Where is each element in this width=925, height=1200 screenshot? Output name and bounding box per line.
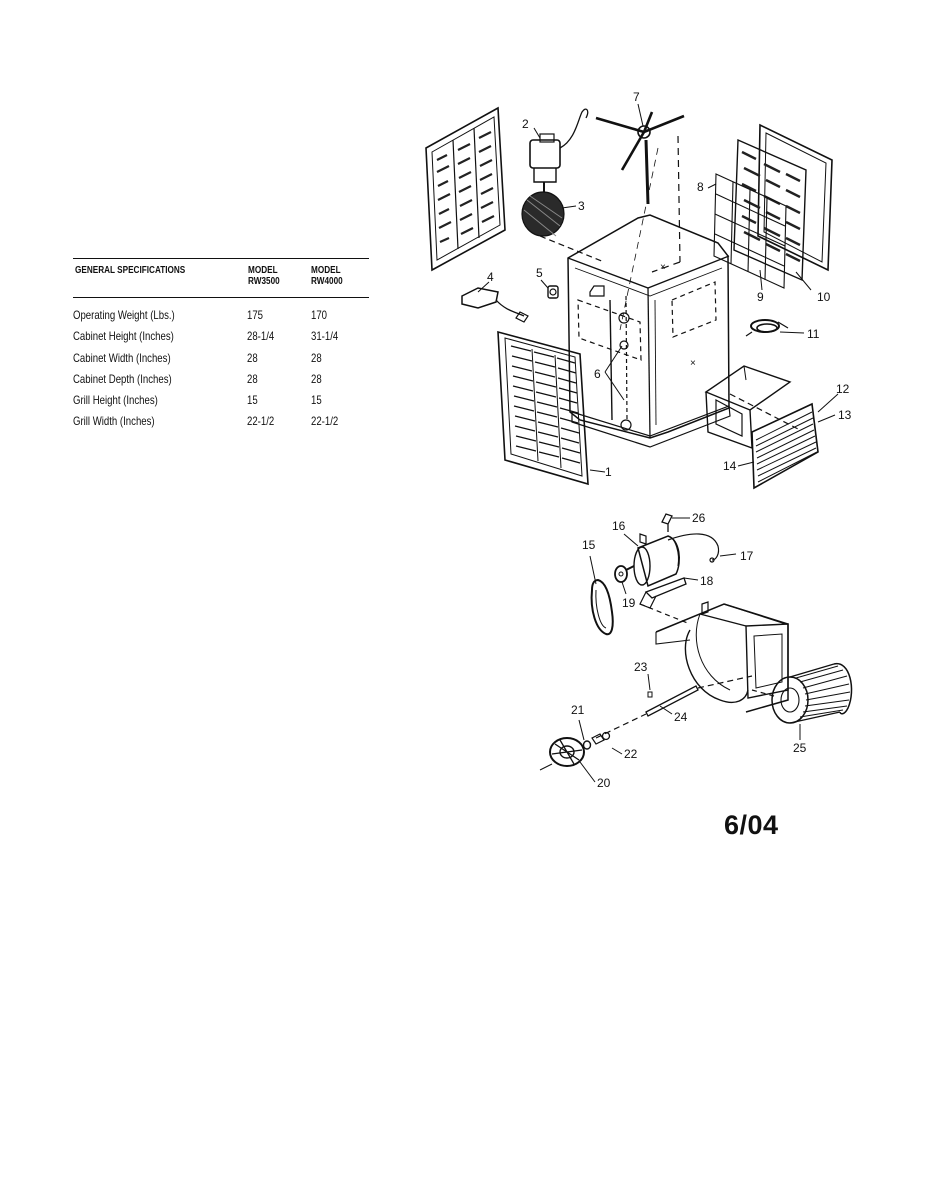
callout-8: 8 — [697, 180, 704, 194]
spec-value-rw3500: 22-1/2 — [247, 414, 275, 429]
callout-17: 17 — [740, 549, 754, 563]
callout-leaders — [477, 103, 839, 783]
callout-5: 5 — [536, 266, 543, 280]
spec-row: Operating Weight (Lbs.) 175 170 — [73, 308, 369, 329]
spec-heading: GENERAL SPECIFICATIONS — [75, 264, 186, 276]
motor-mount-bracket — [639, 577, 691, 625]
callout-19: 19 — [622, 596, 636, 610]
spec-value-rw4000: 170 — [311, 308, 328, 322]
callout-4: 4 — [487, 270, 494, 284]
callout-22: 22 — [624, 747, 638, 761]
spec-label: Operating Weight (Lbs.) — [73, 308, 175, 322]
blower-pulley — [539, 737, 585, 771]
spec-label: Grill Width (Inches) — [73, 414, 155, 429]
side-pad-panel-left — [425, 106, 506, 272]
callout-11: 11 — [807, 327, 820, 341]
callout-14: 14 — [723, 459, 737, 473]
spec-value-rw4000: 28 — [311, 350, 322, 365]
spec-label: Cabinet Depth (Inches) — [73, 371, 172, 386]
cabinet-body: × × — [567, 214, 731, 448]
callout-10: 10 — [817, 290, 831, 304]
callout-7: 7 — [633, 90, 640, 104]
blower-motor — [625, 533, 720, 588]
callout-2: 2 — [522, 117, 529, 131]
float-valve — [461, 287, 529, 323]
spec-row: Cabinet Height (Inches) 28-1/4 31-1/4 — [73, 329, 369, 350]
motor-clips — [639, 513, 673, 545]
spec-value-rw3500: 175 — [247, 308, 264, 322]
blower-wheel — [751, 663, 853, 724]
general-specifications-table: GENERAL SPECIFICATIONS MODEL RW3500 MODE… — [73, 258, 369, 436]
front-louver-grill — [497, 330, 589, 486]
motor-pulley — [614, 565, 628, 583]
spec-value-rw3500: 28-1/4 — [247, 329, 275, 344]
callout-23: 23 — [634, 660, 648, 674]
spec-label: Cabinet Width (Inches) — [73, 350, 171, 365]
spec-value-rw4000: 28 — [311, 371, 322, 386]
spec-value-rw4000: 31-1/4 — [311, 329, 339, 344]
drive-belt — [590, 578, 614, 636]
blower-housing — [655, 601, 789, 713]
spec-label: Cabinet Height (Inches) — [73, 329, 174, 344]
callout-15: 15 — [582, 538, 596, 552]
svg-text:×: × — [690, 358, 696, 369]
callout-24: 24 — [674, 710, 688, 724]
callout-13: 13 — [838, 408, 852, 422]
callout-25: 25 — [793, 741, 807, 755]
side-pad-panels-right — [713, 123, 833, 289]
spec-table-header: GENERAL SPECIFICATIONS MODEL RW3500 MODE… — [73, 258, 369, 298]
model-name-rw4000: RW4000 — [311, 275, 343, 287]
model-label-2: MODEL — [311, 264, 341, 276]
model-name-rw3500: RW3500 — [248, 275, 280, 287]
spec-value-rw3500: 28 — [247, 350, 258, 365]
pulley-bearings — [582, 731, 611, 750]
callout-9: 9 — [757, 290, 764, 304]
spec-value-rw3500: 28 — [247, 371, 258, 386]
callout-20: 20 — [597, 776, 611, 790]
spec-row: Cabinet Depth (Inches) 28 28 — [73, 372, 369, 393]
callout-3: 3 — [578, 199, 585, 213]
spec-row: Grill Height (Inches) 15 15 — [73, 393, 369, 414]
spec-row: Cabinet Width (Inches) 28 28 — [73, 351, 369, 372]
callout-numbers: 1 2 3 4 5 6 7 8 9 10 11 12 13 14 15 16 1… — [487, 90, 852, 790]
spec-label: Grill Height (Inches) — [73, 393, 158, 408]
callout-26: 26 — [692, 511, 706, 525]
blower-shaft — [595, 675, 753, 739]
spec-row: Grill Width (Inches) 22-1/2 22-1/2 — [73, 414, 369, 435]
callout-12: 12 — [836, 382, 850, 396]
callout-21: 21 — [571, 703, 585, 717]
spec-value-rw4000: 22-1/2 — [311, 414, 339, 429]
duct-transition — [704, 365, 801, 450]
spec-value-rw4000: 15 — [311, 393, 322, 408]
pump-screen — [521, 191, 605, 263]
callout-6: 6 — [594, 367, 601, 381]
model-label-1: MODEL — [248, 264, 278, 276]
overflow-fitting — [547, 285, 559, 299]
callout-16: 16 — [612, 519, 626, 533]
revision-date-code: 6/04 — [724, 810, 779, 840]
callout-18: 18 — [700, 574, 714, 588]
spec-value-rw3500: 15 — [247, 393, 258, 408]
wire-harness — [745, 319, 789, 337]
water-distributor-spider — [595, 111, 685, 331]
callout-1: 1 — [605, 465, 612, 479]
pump-motor — [529, 108, 589, 194]
rear-register-grill — [751, 402, 819, 490]
